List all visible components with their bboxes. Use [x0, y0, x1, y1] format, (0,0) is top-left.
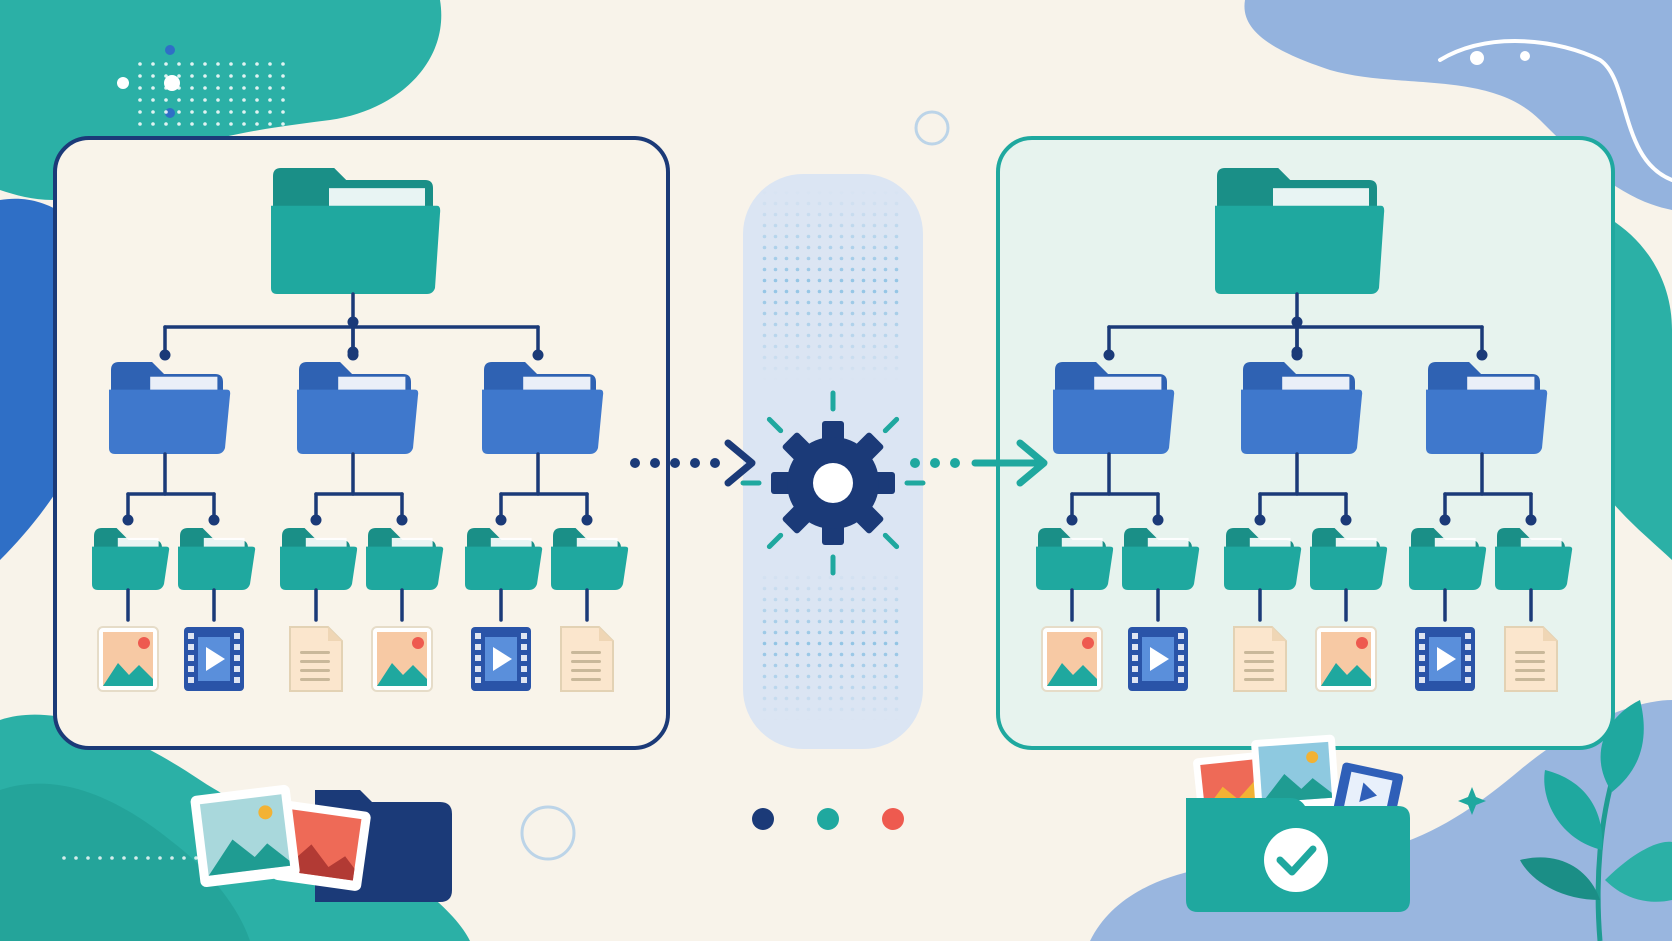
- gear-icon: [740, 390, 926, 576]
- leaf-folder: [1036, 528, 1114, 590]
- dot-teal: [817, 808, 839, 830]
- root-folder: [1215, 168, 1385, 294]
- video-file-icon: [1128, 627, 1188, 691]
- document-file-icon: [1233, 626, 1287, 692]
- leaf-folder: [551, 528, 629, 590]
- open-folder-with-checkmark-icon: [1186, 734, 1410, 912]
- leaf-folder: [178, 528, 256, 590]
- image-file-icon: [371, 626, 433, 692]
- root-folder: [271, 168, 441, 294]
- subfolder: [482, 362, 604, 454]
- leaf-folder: [1310, 528, 1388, 590]
- document-file-icon: [289, 626, 343, 692]
- leaf-folder: [1409, 528, 1487, 590]
- sparkle-icon: [1458, 787, 1486, 815]
- document-file-icon: [1504, 626, 1558, 692]
- subfolder: [1241, 362, 1363, 454]
- subfolder: [109, 362, 231, 454]
- subfolder: [297, 362, 419, 454]
- video-file-icon: [184, 627, 244, 691]
- video-file-icon: [471, 627, 531, 691]
- output-arrow: [910, 439, 1048, 487]
- decorative-dot-grid: [138, 62, 285, 126]
- subfolder: [1426, 362, 1548, 454]
- leaf-folder: [1122, 528, 1200, 590]
- video-file-icon: [1415, 627, 1475, 691]
- dot-navy: [752, 808, 774, 830]
- dot-coral: [882, 808, 904, 830]
- leaf-plant-icon: [1520, 700, 1672, 941]
- leaf-folder: [1495, 528, 1573, 590]
- progress-dots: [752, 808, 904, 830]
- input-arrow: [630, 439, 756, 487]
- leaf-folder: [280, 528, 358, 590]
- source-folder-tree: [92, 168, 629, 692]
- leaf-folder: [1224, 528, 1302, 590]
- leaf-folder: [92, 528, 170, 590]
- image-file-icon: [97, 626, 159, 692]
- image-file-icon: [1315, 626, 1377, 692]
- leaf-folder: [465, 528, 543, 590]
- subfolder: [1053, 362, 1175, 454]
- photo-stack-icon: [190, 784, 452, 902]
- organized-folder-tree: [1036, 168, 1573, 692]
- leaf-folder: [366, 528, 444, 590]
- image-file-icon: [1041, 626, 1103, 692]
- document-file-icon: [560, 626, 614, 692]
